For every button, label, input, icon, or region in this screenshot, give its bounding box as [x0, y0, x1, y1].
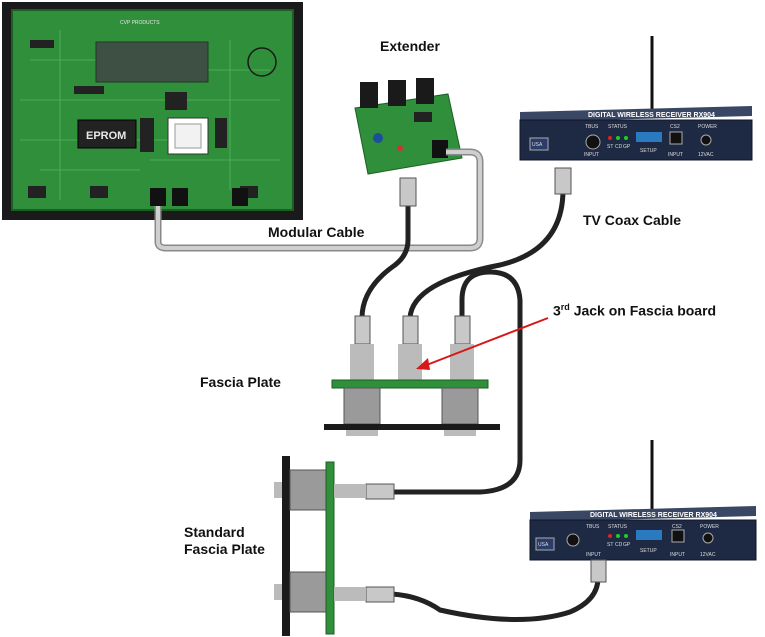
receiver-section-label: STATUS	[608, 124, 628, 130]
modular-cable-label: Modular Cable	[268, 224, 365, 240]
receiver-port-label: GP	[623, 542, 631, 548]
fascia-plate	[324, 344, 500, 436]
modular-jack	[150, 188, 166, 206]
third-jack-label: 3rd Jack on Fascia board	[553, 302, 716, 319]
main-controller-board: CVP PRODUCTS EPROM	[2, 2, 303, 220]
extender-board	[354, 78, 463, 175]
standard-fascia-plate	[274, 456, 366, 636]
extender-label-text: Extender	[380, 38, 440, 54]
standard-fascia-label: Standard Fascia Plate	[184, 524, 265, 558]
receiver-port-label: SETUP	[640, 148, 657, 154]
third-jack-prefix: 3	[553, 302, 561, 319]
receiver-section-label: TBUS	[586, 524, 600, 530]
receiver-section-label: TBUS	[585, 124, 599, 130]
fascia-plate-label: Fascia Plate	[200, 374, 281, 390]
modular-jack	[172, 188, 188, 206]
coax-cable-receiver-top	[407, 189, 566, 319]
coax-cable-receiver-bottom	[391, 577, 601, 622]
third-jack-arrow	[416, 317, 549, 370]
receiver-port-label: INPUT	[586, 552, 601, 558]
receiver-port-label: GP	[623, 144, 631, 150]
third-jack-suffix: Jack on Fascia board	[573, 302, 717, 319]
receiver-port-label: CD	[615, 144, 623, 150]
coax-connectors	[354, 167, 607, 603]
tv-coax-cable-label: TV Coax Cable	[583, 212, 682, 228]
lcd-window	[95, 41, 209, 83]
coax-cable-extender	[359, 205, 411, 319]
third-jack-sup: rd	[560, 302, 570, 312]
receiver-section-label: POWER	[698, 124, 717, 130]
receiver-badge: USA	[532, 142, 543, 148]
receiver-section-label: STATUS	[608, 524, 628, 530]
receiver-title: DIGITAL WIRELESS RECEIVER RX904	[588, 112, 715, 119]
receiver-port-label: CD	[615, 542, 623, 548]
receiver-port-label: INPUT	[668, 152, 683, 158]
eprom-chip	[77, 119, 137, 149]
board-maker-text: CVP PRODUCTS	[120, 20, 160, 26]
receiver-section-label: CS2	[672, 524, 682, 530]
receiver-port-label: 12VAC	[700, 552, 716, 558]
receiver-title: DIGITAL WIRELESS RECEIVER RX904	[590, 512, 717, 519]
receiver-badge: USA	[538, 542, 549, 548]
receiver-bottom: DIGITAL WIRELESS RECEIVER RX904 USA TBUS…	[529, 440, 757, 561]
coax-cable-loop	[392, 269, 523, 495]
receiver-port-label: 12VAC	[698, 152, 714, 158]
standard-fascia-line2: Fascia Plate	[184, 541, 265, 557]
receiver-port-label: INPUT	[670, 552, 685, 558]
eprom-label: EPROM	[86, 130, 126, 142]
receiver-port-label: INPUT	[584, 152, 599, 158]
extender-label: Extender	[380, 38, 440, 54]
modular-jack	[232, 188, 248, 206]
receiver-port-label: ST	[607, 144, 613, 150]
receiver-top: DIGITAL WIRELESS RECEIVER RX904 USA TBUS…	[519, 36, 753, 161]
receiver-section-label: CS2	[670, 124, 680, 130]
receiver-port-label: SETUP	[640, 548, 657, 554]
receiver-port-label: ST	[607, 542, 613, 548]
standard-fascia-line1: Standard	[184, 524, 245, 540]
receiver-section-label: POWER	[700, 524, 719, 530]
